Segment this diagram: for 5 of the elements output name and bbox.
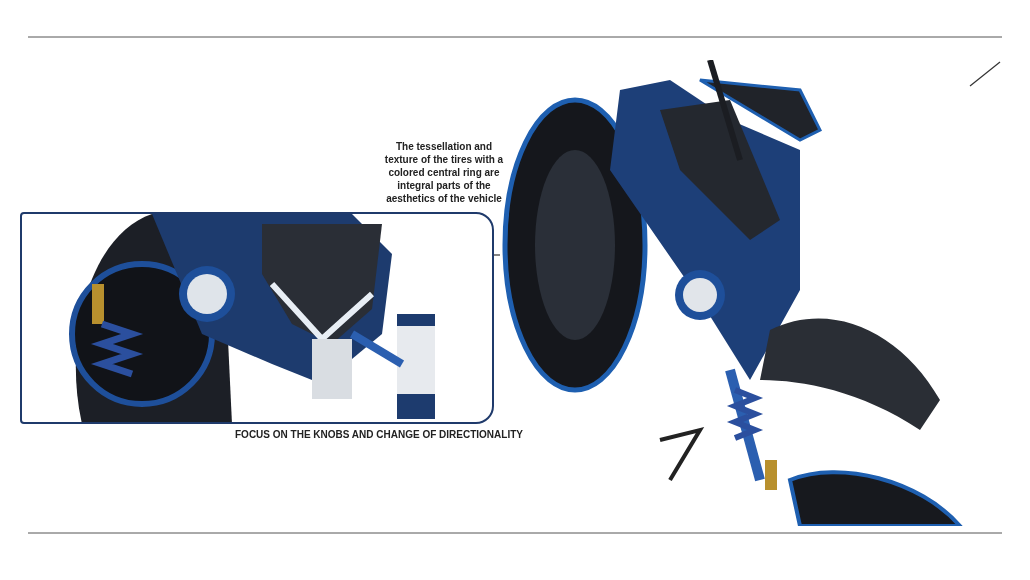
photo-caption: FOCUS ON THE KNOBS AND CHANGE OF DIRECTIONALITY xyxy=(235,429,523,440)
leader-line xyxy=(969,61,1001,87)
leader-line xyxy=(493,254,501,256)
inset-photo-frame xyxy=(20,212,494,424)
annotation-text: The tessellation and texture of the tires with a colored central ring are integral parts of the aesthetics of the vehicle xyxy=(383,140,505,205)
